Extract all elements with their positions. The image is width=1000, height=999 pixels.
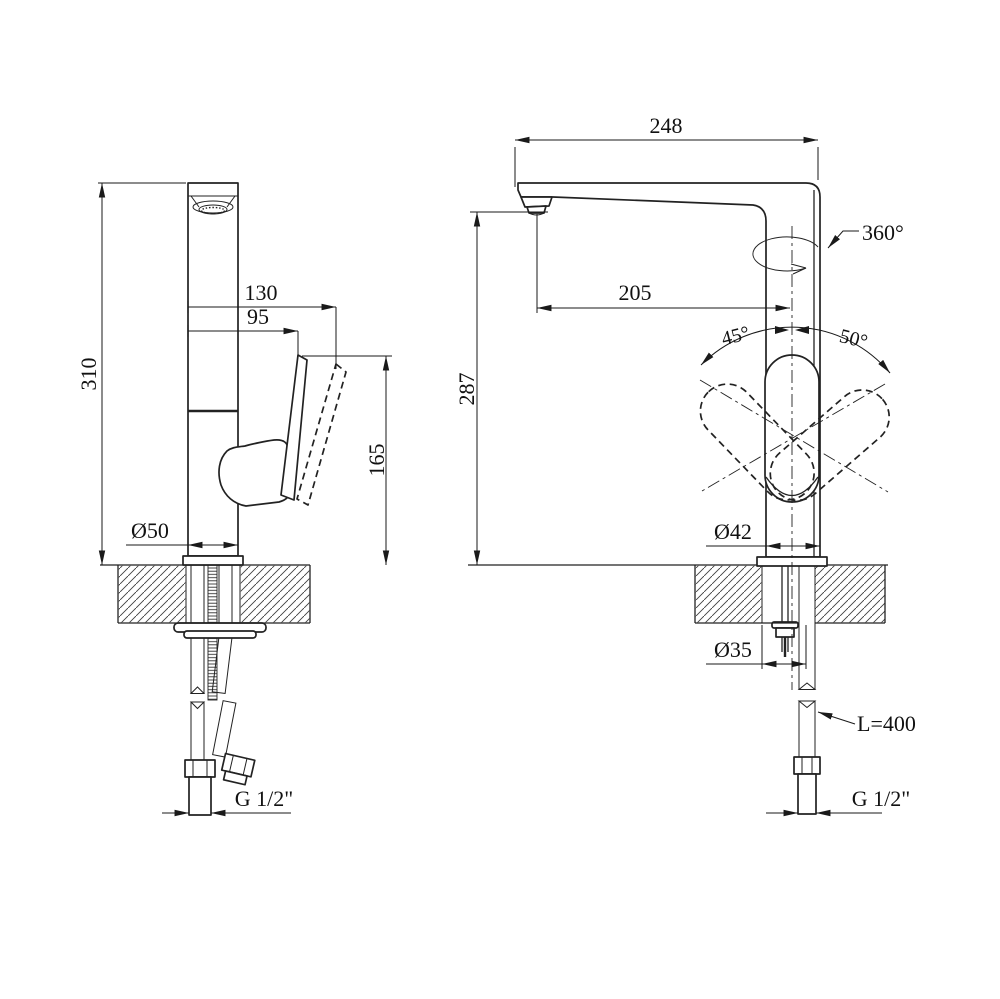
dim-base-diameter: Ø50 [131,518,169,543]
countertop-hatch [118,565,186,623]
dim-spout-height: 287 [454,373,479,406]
handle-joint [218,439,291,507]
hose-connector-nut [184,759,216,778]
swivel-arrow-ellipse [752,236,819,272]
countertop-hatch [806,565,885,623]
faucet-front-outline [182,182,347,566]
supply-hose [190,636,205,694]
handle-tilt-arc [700,326,891,374]
dim-handle-height: 165 [364,444,389,477]
front-mounting-hardware [173,564,267,816]
hose-break-mark [797,682,817,690]
dim-handle-tilt-right: 50° [837,325,869,353]
side-view-dimensions: 248 287 205 360° 45° 50° Ø42 Ø35 L=400 [454,113,916,817]
mounting-nut [775,627,795,638]
dim-swivel-angle: 360° [862,220,904,245]
hose-connector-body [797,773,817,815]
handle-lever [280,354,308,501]
dim-spout-offset: 95 [247,304,269,329]
mounting-nut [183,630,257,639]
supply-hose [190,701,205,761]
side-mounting-hardware [771,565,799,657]
hose-connector-nut [220,752,256,786]
side-view: 248 287 205 360° 45° 50° Ø42 Ø35 L=400 [454,113,916,817]
handle-axis-centerline [699,379,889,493]
faucet-body [517,182,821,558]
hose-connector-body [188,776,212,816]
dim-spout-offset-max: 130 [245,280,278,305]
aerator [192,200,234,214]
dim-overall-height: 310 [76,358,101,391]
dim-thread-size: G 1/2" [852,786,910,811]
dim-hose-length: L=400 [857,711,916,736]
handle-axis-centerline [701,383,886,492]
supply-hose [798,700,816,758]
dim-thread-size: G 1/2" [235,786,293,811]
handle-lever-rotated-ghost [296,363,347,506]
base-plate [182,555,244,566]
dim-body-diameter: Ø42 [714,519,752,544]
dim-depth: 248 [650,113,683,138]
supply-hose [212,700,237,758]
dim-spout-reach: 205 [619,280,652,305]
countertop-hatch [695,565,762,623]
handle-tilt-ghost-left [699,383,815,501]
hose-break-mark [189,686,206,694]
dim-handle-tilt-left: 45° [719,322,751,350]
hose-break-mark [797,700,817,709]
hose-break-mark [189,701,206,710]
front-view: 310 130 95 165 Ø50 G 1/2" [76,182,392,817]
front-view-dimensions: 310 130 95 165 Ø50 G 1/2" [76,182,392,817]
handle-tilt-ghost-right [769,389,891,502]
side-supply-hose [793,564,821,815]
spout-tip [520,196,553,208]
countertop-hatch [240,565,310,623]
countertop-section [468,564,888,624]
dim-mounting-hole-diameter: Ø35 [714,637,752,662]
countertop-section [100,564,311,624]
hose-connector-nut [793,756,821,775]
faucet-column [187,182,239,557]
